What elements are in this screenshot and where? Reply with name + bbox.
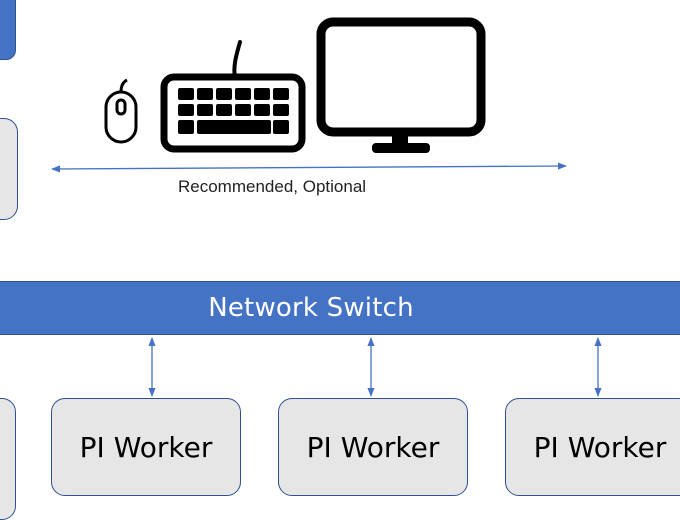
monitor-icon [316, 17, 486, 153]
pi-worker-label: PI Worker [306, 430, 440, 464]
network-switch-label: Network Switch [208, 293, 414, 323]
partial-blue-node [0, 0, 16, 60]
peripheral-connection-arrow [51, 162, 567, 173]
diagram-canvas [51, 17, 602, 397]
pi-worker-node-2: PI Worker [278, 398, 468, 496]
peripherals-caption: Recommended, Optional [178, 177, 367, 196]
pi-worker-node-1: PI Worker [51, 398, 241, 496]
mouse-icon [104, 78, 138, 144]
pi-worker-node-3: PI Worker [505, 398, 680, 496]
keyboard-icon [160, 40, 306, 153]
pi-worker-label: PI Worker [79, 430, 213, 464]
network-switch-node: Network Switch [0, 281, 680, 335]
pi-worker-label: PI Worker [533, 430, 667, 464]
